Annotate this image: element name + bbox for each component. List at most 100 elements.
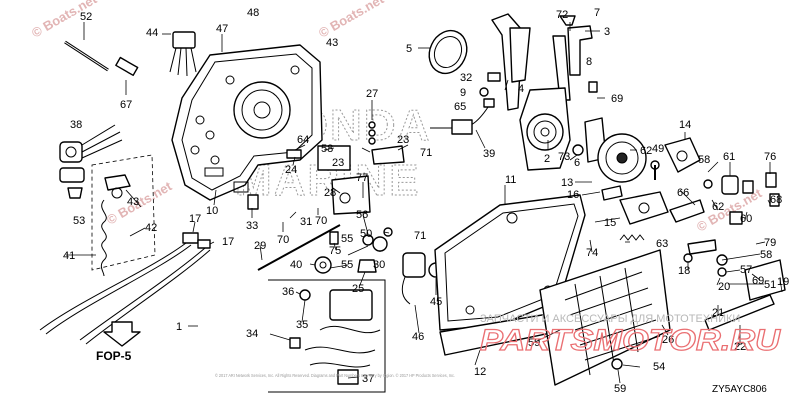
callout-65: 65 [454, 101, 466, 113]
callout-22: 22 [734, 341, 746, 353]
callout-31: 31 [300, 216, 312, 228]
callout-61: 61 [723, 151, 735, 163]
callout-17b: 17 [222, 236, 234, 248]
callout-56: 56 [356, 209, 368, 221]
callout-4: 4 [518, 83, 524, 95]
callout-59b: 59 [614, 383, 626, 395]
callout-58b: 58 [698, 154, 710, 166]
callout-44: 44 [146, 27, 158, 39]
callout-36: 36 [282, 286, 294, 298]
callout-7: 7 [594, 7, 600, 19]
callout-74: 74 [586, 247, 598, 259]
callout-71b: 71 [414, 230, 426, 242]
callout-58a: 58 [321, 143, 333, 155]
callout-52: 52 [80, 11, 92, 23]
callout-labels: 52 44 48 47 43 67 5 1 72 7 3 32 4 8 9 65… [63, 7, 789, 395]
callout-33: 33 [246, 220, 258, 232]
callout-67: 67 [120, 99, 132, 111]
right-parts [601, 137, 786, 331]
callout-42: 42 [145, 222, 157, 234]
remote-levers [479, 13, 647, 183]
callout-55a: 55 [341, 233, 353, 245]
callout-59a: 59 [528, 337, 540, 349]
callout-53: 53 [73, 215, 85, 227]
callout-23b: 23 [397, 134, 409, 146]
callout-57: 57 [740, 264, 752, 276]
harness-box [268, 279, 386, 393]
callout-62: 62 [640, 145, 652, 157]
callout-51: 51 [764, 279, 776, 291]
callout-72: 72 [556, 9, 568, 21]
callout-29: 29 [254, 240, 266, 252]
callout-16: 16 [567, 189, 579, 201]
callout-43b: 43 [127, 196, 139, 208]
callout-76: 76 [764, 151, 776, 163]
callout-40: 40 [290, 259, 302, 271]
callout-6: 6 [574, 157, 580, 169]
callout-66: 66 [677, 187, 689, 199]
callout-73: 73 [558, 151, 570, 163]
diagram-code: ZY5AYC806 [712, 384, 767, 395]
callout-58c: 58 [760, 249, 772, 261]
callout-70a: 70 [315, 215, 327, 227]
callout-1: 1 [176, 321, 182, 333]
callout-27: 27 [366, 88, 378, 100]
russian-banner-text: ЗАПЧАСТИ И АКСЕССУАРЫ ДЛЯ МОТОТЕХНИКИ [480, 313, 740, 325]
fop-5-label: FOP-5 [96, 349, 132, 363]
left-parts [39, 31, 341, 345]
callout-46: 46 [412, 331, 424, 343]
callout-24: 24 [285, 164, 297, 176]
callout-18: 18 [678, 265, 690, 277]
callout-77: 77 [356, 172, 368, 184]
callout-13: 13 [561, 177, 573, 189]
callout-39: 39 [483, 148, 495, 160]
leader-lines [66, 22, 783, 384]
callout-45: 45 [430, 296, 442, 308]
callout-34: 34 [246, 328, 258, 340]
callout-10: 10 [206, 205, 218, 217]
callout-20: 20 [718, 281, 730, 293]
callout-21: 21 [712, 307, 724, 319]
callout-54: 54 [653, 361, 665, 373]
callout-23a: 23 [332, 157, 344, 169]
callout-17a: 17 [189, 213, 201, 225]
boats-net-watermark-top-right: © Boats.net [316, 0, 387, 41]
callout-69b: 69 [752, 275, 764, 287]
callout-35: 35 [296, 319, 308, 331]
callout-8: 8 [586, 56, 592, 68]
callout-79: 79 [764, 237, 776, 249]
callout-41: 41 [63, 250, 75, 262]
callout-69a: 69 [611, 93, 623, 105]
callout-3: 3 [604, 26, 610, 38]
callout-60: 60 [740, 213, 752, 225]
callout-49: 49 [652, 143, 664, 155]
callout-75: 75 [329, 245, 341, 257]
callout-12: 12 [474, 366, 486, 378]
callout-63: 63 [656, 238, 668, 250]
callout-71a: 71 [420, 147, 432, 159]
callout-48: 48 [247, 7, 259, 19]
callout-47: 47 [216, 23, 228, 35]
callout-37: 37 [362, 373, 374, 385]
grid-panel [539, 249, 671, 386]
callout-14: 14 [679, 119, 691, 131]
callout-26: 26 [662, 334, 674, 346]
callout-68: 68 [770, 194, 782, 206]
fop-reference: FOP-5 [96, 321, 141, 363]
callout-5: 5 [406, 43, 412, 55]
callout-64: 64 [297, 134, 309, 146]
callout-19: 19 [777, 276, 789, 288]
red-watermark: ЗАПЧАСТИ И АКСЕССУАРЫ ДЛЯ МОТОТЕХНИКИ PA… [479, 313, 782, 358]
callout-38: 38 [70, 119, 82, 131]
callout-70b: 70 [277, 234, 289, 246]
callout-2: 2 [544, 153, 550, 165]
callout-55b: 55 [341, 259, 353, 271]
callout-25: 25 [352, 283, 364, 295]
callout-30: 30 [373, 259, 385, 271]
callout-62b: 62 [712, 201, 724, 213]
callout-28: 28 [324, 187, 336, 199]
callout-11: 11 [505, 174, 516, 186]
callout-15: 15 [604, 217, 616, 229]
partsmotor-logo-text: PARTSMOTOR.RU [480, 324, 782, 357]
